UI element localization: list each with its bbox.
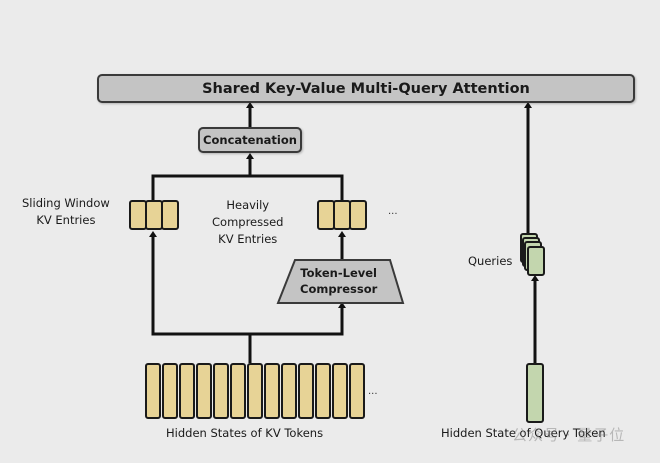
sliding-window-label-line1: Sliding Window [22, 196, 110, 210]
hidden-state-cell [230, 363, 246, 419]
kv-cell [161, 200, 179, 230]
hidden-state-cell [196, 363, 212, 419]
hidden-state-cell [162, 363, 178, 419]
hidden-state-cell [179, 363, 195, 419]
hidden-states-ellipsis: ... [368, 386, 378, 397]
compressor-label-line1: Token-Level [300, 266, 377, 280]
compressed-kv-entries [317, 200, 367, 230]
concatenation-label: Concatenation [203, 133, 297, 147]
compressed-ellipsis: ... [388, 206, 398, 217]
compressed-label-line1: Heavily [226, 198, 270, 212]
query-token-hidden-state [526, 363, 544, 423]
kv-cell [349, 200, 367, 230]
hidden-state-cell [213, 363, 229, 419]
query-card [527, 246, 545, 276]
compressor-label-line2: Compressor [300, 282, 378, 296]
line-kv-to-concat [151, 174, 344, 200]
queries-label: Queries [468, 254, 513, 268]
sliding-window-label-line2: KV Entries [36, 213, 96, 227]
attention-block-label: Shared Key-Value Multi-Query Attention [202, 80, 530, 97]
compressor-label: Token-Level Compressor [300, 265, 377, 297]
concatenation-block: Concatenation [198, 127, 302, 153]
hidden-state-cell [247, 363, 263, 419]
compressed-label-line2: Compressed [212, 215, 284, 229]
sliding-window-kv-entries [129, 200, 179, 230]
compressed-kv-label: Heavily Compressed KV Entries [212, 197, 283, 248]
token-level-compressor-shape [276, 259, 405, 304]
hidden-state-cell [298, 363, 314, 419]
compressed-label-line3: KV Entries [218, 232, 278, 246]
watermark: 公众号 · 量子位 [512, 426, 626, 444]
hidden-state-cell [264, 363, 280, 419]
hidden-state-cell [145, 363, 161, 419]
sliding-window-label: Sliding Window KV Entries [22, 195, 110, 229]
hidden-state-cell [332, 363, 348, 419]
line-hidden-branches [151, 234, 344, 336]
hidden-state-cell [315, 363, 331, 419]
hidden-state-cell [349, 363, 365, 419]
query-token-label: Hidden State of Query Token [441, 426, 606, 440]
hidden-states-kv-tokens [145, 363, 366, 419]
hidden-state-cell [281, 363, 297, 419]
shared-kv-multi-query-attention-block: Shared Key-Value Multi-Query Attention [97, 74, 635, 103]
hidden-states-label: Hidden States of KV Tokens [166, 426, 324, 440]
